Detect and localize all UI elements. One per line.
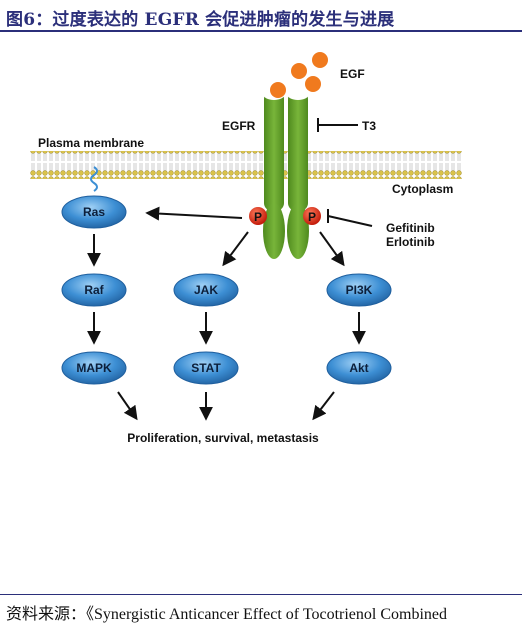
t3-label: T3 — [362, 119, 376, 133]
arrow-akt-to-outcome — [312, 391, 335, 421]
arrow-p-to-pi3k — [319, 231, 345, 267]
node-mapk: MAPK — [61, 351, 127, 385]
node-mapk-label: MAPK — [76, 361, 112, 375]
plasma-membrane — [30, 151, 462, 179]
node-jak-label: JAK — [194, 283, 218, 297]
egf-label: EGF — [340, 67, 365, 81]
arrow-mapk-to-outcome — [117, 391, 138, 421]
node-pi3k: PI3K — [326, 273, 392, 307]
pathway-arrows — [87, 206, 366, 421]
arrow-p-to-jak — [222, 231, 249, 267]
node-stat-label: STAT — [191, 361, 221, 375]
node-ras-label: Ras — [83, 205, 105, 219]
figure-title-bar: 图6：过度表达的 EGFR 会促进肿瘤的发生与进展 — [0, 0, 522, 32]
tki-inhibition-line — [327, 209, 373, 227]
node-stat: STAT — [173, 351, 239, 385]
cytoplasm-label: Cytoplasm — [392, 182, 453, 196]
source-divider — [0, 594, 522, 595]
source-citation: 资料来源：《Synergistic Anticancer Effect of T… — [6, 606, 448, 623]
phospho-site-left: P — [249, 207, 267, 225]
phospho-site-right: P — [303, 207, 321, 225]
egfr-pathway-diagram: EGF EGFR T3 Plasma membrane Cytoplasm P … — [0, 36, 522, 476]
node-pi3k-label: PI3K — [346, 283, 373, 297]
figure-title: 图6：过度表达的 EGFR 会促进肿瘤的发生与进展 — [6, 10, 395, 30]
gefitinib-label: Gefitinib — [386, 221, 435, 235]
phospho-label-right: P — [308, 210, 316, 224]
t3-inhibition-line — [317, 118, 358, 132]
erlotinib-label: Erlotinib — [386, 235, 435, 249]
egf-ligands — [270, 52, 328, 98]
node-akt-label: Akt — [349, 361, 368, 375]
node-raf-label: Raf — [84, 283, 104, 297]
ras-membrane-anchor — [90, 166, 98, 192]
phospho-label-left: P — [254, 210, 262, 224]
node-jak: JAK — [173, 273, 239, 307]
node-akt: Akt — [326, 351, 392, 385]
egfr-label: EGFR — [222, 119, 256, 133]
plasma-membrane-label: Plasma membrane — [38, 136, 144, 150]
arrow-p-to-ras — [145, 206, 243, 221]
node-ras: Ras — [61, 195, 127, 229]
node-raf: Raf — [61, 273, 127, 307]
outcome-label: Proliferation, survival, metastasis — [127, 431, 319, 445]
